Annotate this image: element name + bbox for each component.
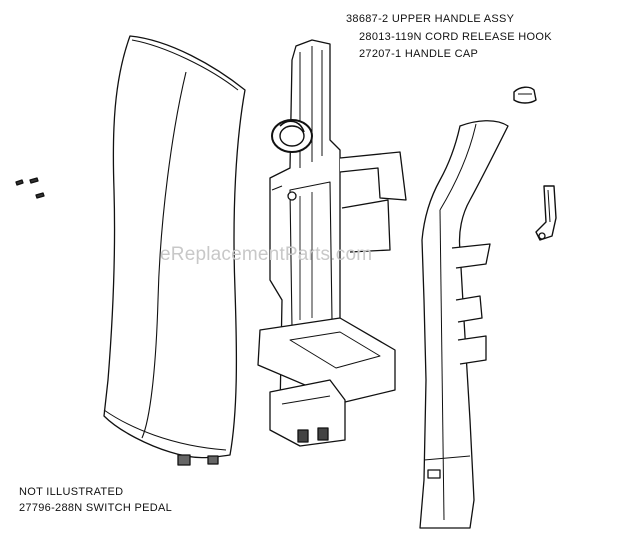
handle-tube-part	[419, 120, 509, 529]
label-switch-pedal: 27796-288N SWITCH PEDAL	[19, 502, 173, 514]
label-upper-handle: 38687-2 UPPER HANDLE ASSY	[346, 13, 515, 25]
label-cord-release-hook: 28013-119N CORD RELEASE HOOK	[359, 31, 552, 43]
screw-parts	[15, 177, 45, 199]
handle-cover-part	[103, 35, 246, 466]
label-not-illustrated: NOT ILLUSTRATED	[19, 486, 124, 498]
handle-cap-part	[513, 86, 537, 104]
upper-handle-frame-part	[257, 39, 407, 447]
cord-release-hook-part	[535, 185, 557, 241]
watermark-text: eReplacementParts.com	[160, 244, 373, 265]
label-handle-cap: 27207-1 HANDLE CAP	[359, 48, 479, 60]
